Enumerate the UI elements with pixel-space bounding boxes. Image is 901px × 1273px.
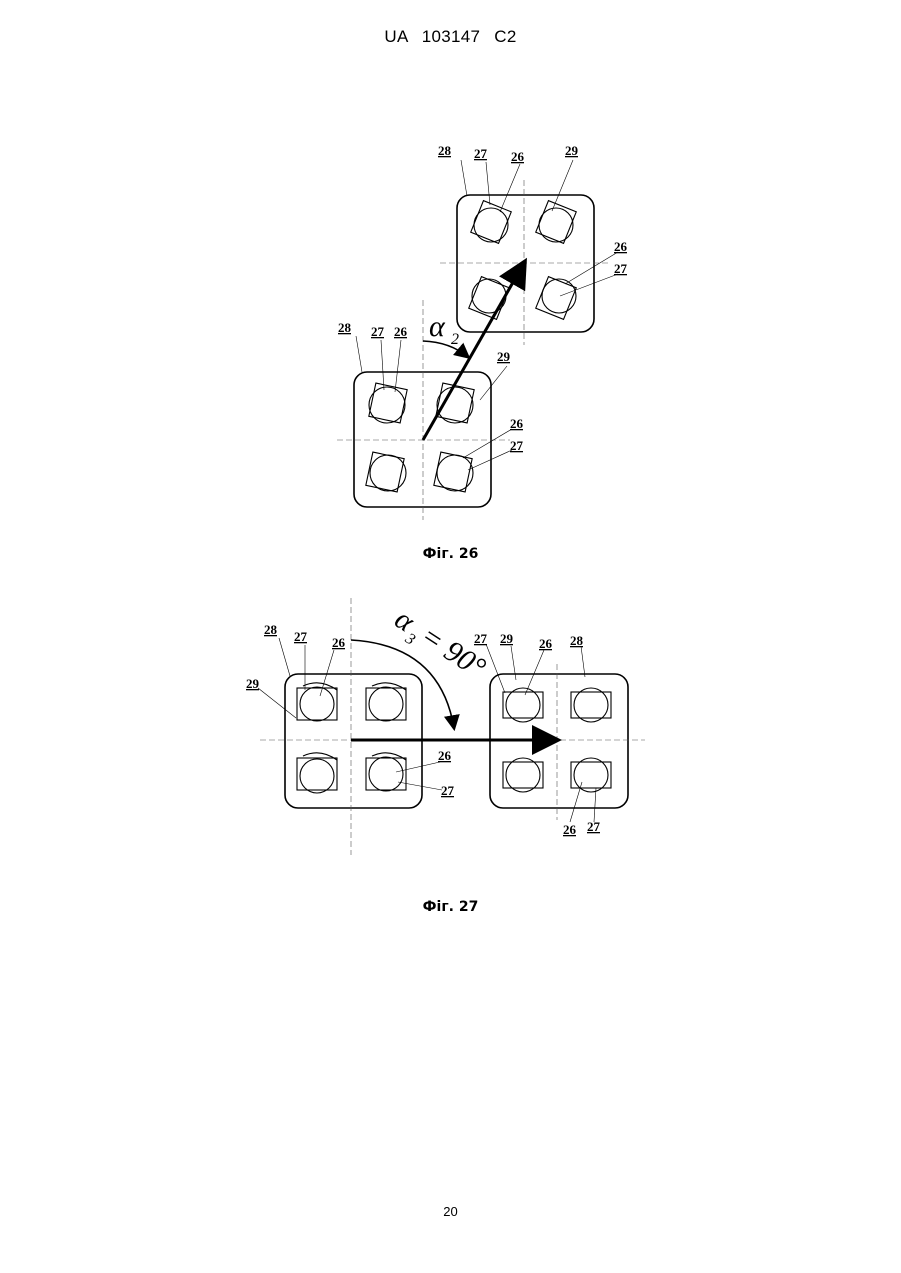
fig27-label-28c: 28 — [570, 633, 584, 648]
fig26-label-28: 28 — [438, 143, 452, 158]
fig26-caption: Фіг. 26 — [0, 546, 901, 562]
fig26-angle-arc — [423, 341, 468, 357]
fig26-top-block — [440, 180, 610, 345]
fig26-label-27c: 27 — [371, 324, 385, 339]
fig27-label-29c: 29 — [500, 631, 514, 646]
fig27-right-block — [470, 664, 645, 820]
fig27-label-26c: 26 — [539, 636, 553, 651]
fig26-label-29c: 29 — [497, 349, 511, 364]
fig26-label-27d: 27 — [510, 438, 524, 453]
fig27-left-block — [260, 598, 445, 855]
fig26-label-29: 29 — [565, 143, 579, 158]
fig26-label-26c: 26 — [394, 324, 408, 339]
fig26-label-27b: 27 — [614, 261, 628, 276]
fig27-label-27d: 27 — [587, 819, 601, 834]
fig26-label-26: 26 — [511, 149, 525, 164]
fig27-label-29: 29 — [246, 676, 260, 691]
fig27-label-27: 27 — [294, 629, 308, 644]
fig27-label-27c: 27 — [474, 631, 488, 646]
fig26-label-28c: 28 — [338, 320, 352, 335]
page-number: 20 — [0, 1204, 901, 1219]
fig27-label-28: 28 — [264, 622, 278, 637]
fig26-label-26b: 26 — [614, 239, 628, 254]
fig26-label-26d: 26 — [510, 416, 524, 431]
fig27-angle-value: = 90° — [415, 619, 491, 685]
fig27-leader-lines — [258, 638, 596, 822]
fig27-label-26b: 26 — [438, 748, 452, 763]
fig27-label-27b: 27 — [441, 783, 455, 798]
fig26-angle-symbol: α — [429, 310, 446, 343]
fig27-caption: Фіг. 27 — [0, 899, 901, 915]
fig27-label-26: 26 — [332, 635, 346, 650]
fig27-label-26d: 26 — [563, 822, 577, 837]
fig26-angle-subscript: 2 — [451, 331, 459, 348]
fig26-label-27: 27 — [474, 146, 488, 161]
